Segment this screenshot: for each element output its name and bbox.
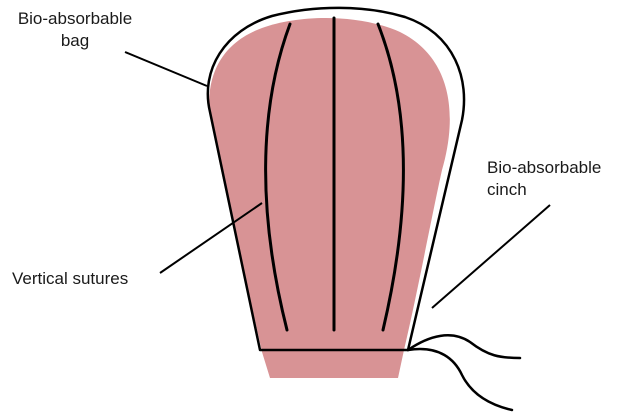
cinch-end-upper — [408, 335, 520, 358]
label-bag-line1: Bio-absorbable — [0, 8, 150, 30]
cinch-end-lower — [408, 349, 512, 410]
label-sutures: Vertical sutures — [12, 268, 162, 290]
label-cinch-line1: Bio-absorbable — [487, 157, 617, 179]
leader-line-cinch — [432, 205, 550, 308]
leader-line-bag — [125, 52, 207, 86]
label-bag: Bio-absorbable bag — [0, 8, 150, 52]
label-bag-line2: bag — [0, 30, 150, 52]
label-sutures-text: Vertical sutures — [12, 268, 162, 290]
label-cinch-line2: cinch — [487, 179, 617, 201]
label-cinch: Bio-absorbable cinch — [487, 157, 617, 201]
